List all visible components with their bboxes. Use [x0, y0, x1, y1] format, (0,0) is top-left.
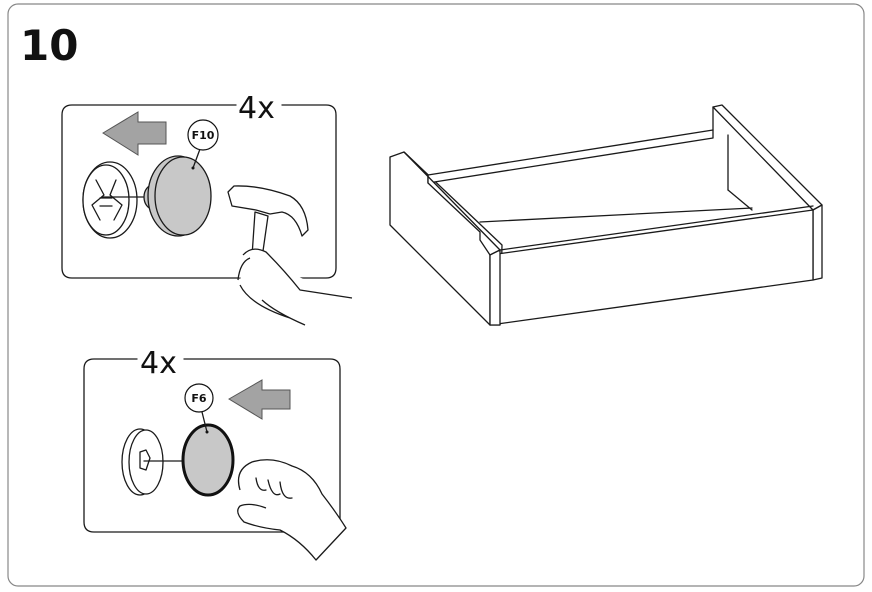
panel-frame [83, 358, 341, 533]
drawer-side-right-top [712, 104, 823, 211]
panel-bottom-detail: 4x F6 [83, 346, 347, 561]
panel-top-detail: 4x F10 [61, 91, 353, 326]
part-label: F6 [191, 392, 207, 405]
quantity-label: 4x [140, 346, 177, 381]
drawer-assembly-illustration [389, 104, 823, 326]
cam-lock-icon [82, 161, 144, 239]
part-label: F10 [192, 129, 215, 142]
drawer-front-edge [489, 249, 501, 326]
drawer-front [489, 209, 814, 326]
arrow-left-icon [228, 379, 291, 420]
hand-icon [237, 459, 347, 561]
drawer-side-right-end [812, 204, 823, 281]
drawer-back [427, 129, 714, 184]
cam-lock-icon [121, 428, 184, 496]
page-border [7, 3, 865, 587]
step-number: 10 [20, 21, 78, 70]
cover-cap-f6-icon: F6 [181, 383, 235, 497]
quantity-label: 4x [238, 91, 275, 126]
hammer-icon [227, 185, 353, 326]
arrow-left-icon [102, 111, 167, 156]
panel-frame [61, 104, 337, 279]
cover-cap-f10-icon: F10 [143, 119, 219, 237]
